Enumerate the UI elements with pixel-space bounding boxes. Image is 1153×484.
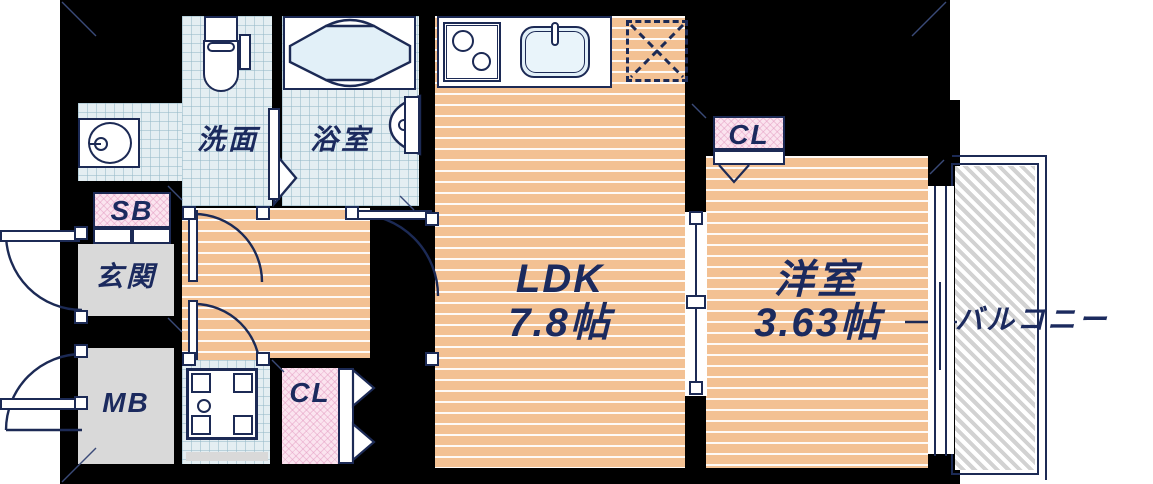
washer-drain-icon — [197, 399, 211, 413]
room-meterbox-floor — [78, 348, 174, 464]
entrance-door-jamb-bottom — [74, 310, 88, 324]
stove-burner-small-icon — [472, 52, 491, 71]
shoe-box — [93, 192, 171, 228]
stove-burner-large-icon — [452, 30, 474, 52]
ldk-opening-jamb-bottom — [425, 352, 439, 366]
toilet-paper-holder — [239, 34, 251, 70]
corridor-jamb-c — [182, 352, 196, 366]
closet-upper-label: CL — [728, 119, 770, 150]
corridor-jamb-e — [345, 206, 359, 220]
room-bedroom-floor — [706, 156, 928, 468]
refrigerator-space-cross-icon — [629, 23, 685, 79]
corridor-jamb-d — [256, 352, 270, 366]
bathtub-basin-shape — [288, 18, 412, 88]
corridor-jamb-a — [182, 206, 196, 220]
entrance-door-jamb-top — [74, 226, 88, 240]
bathroom-door-panel[interactable] — [268, 108, 280, 200]
room-label-bedroom-area: 3.63帖 — [754, 301, 882, 345]
washer-foot-br — [233, 415, 253, 435]
room-label-bedroom-name: 洋室 — [774, 258, 860, 302]
balcony-label: バルコニー — [955, 304, 1110, 335]
room-label-meterbox: MB — [102, 387, 150, 418]
room-label-ldk-name: LDK — [515, 257, 605, 301]
room-label-entrance: 玄関 — [94, 261, 157, 292]
room-label-bathroom: 浴室 — [309, 124, 372, 155]
room-ldk-floor — [435, 16, 685, 468]
meterbox-jamb-bottom — [74, 396, 88, 410]
closet-lower — [282, 368, 338, 464]
laundry-threshold-strip — [186, 452, 268, 461]
closet-lower-door-panel[interactable] — [338, 368, 354, 464]
closet-lower-label: CL — [289, 377, 331, 408]
room-label-ldk-area: 7.8帖 — [508, 301, 612, 345]
closet-upper-open-arrow — [718, 164, 750, 184]
corridor-jamb-b — [256, 206, 270, 220]
closet-upper-door[interactable] — [713, 150, 785, 165]
kitchen-faucet-icon — [551, 22, 559, 46]
balcony-sliding-glass-door[interactable] — [926, 186, 956, 456]
washroom-door-swing[interactable] — [190, 208, 310, 286]
shoe-box-door-left[interactable] — [93, 228, 132, 244]
meterbox-door-swing[interactable] — [0, 346, 86, 436]
washbasin-drain-icon — [90, 137, 108, 151]
meterbox-jamb-top — [74, 344, 88, 358]
shoe-box-door-right[interactable] — [132, 228, 171, 244]
room-entrance-floor — [78, 244, 174, 316]
closet-upper — [713, 116, 785, 150]
bath-counter-edge — [404, 96, 420, 154]
toilet-seat-icon — [207, 42, 235, 52]
room-label-washroom: 洗面 — [196, 124, 259, 155]
closet-lower-folding-arrows[interactable] — [351, 367, 378, 464]
balcony-floor — [955, 166, 1035, 470]
ldk-opening-jamb-top — [425, 212, 439, 226]
sliding-partition-ldk-bedroom[interactable] — [682, 206, 710, 406]
washer-foot-tl — [191, 373, 211, 393]
shoe-box-label: SB — [110, 195, 154, 226]
washer-foot-tr — [233, 373, 253, 393]
refrigerator-space — [626, 20, 688, 82]
washer-foot-bl — [191, 415, 211, 435]
